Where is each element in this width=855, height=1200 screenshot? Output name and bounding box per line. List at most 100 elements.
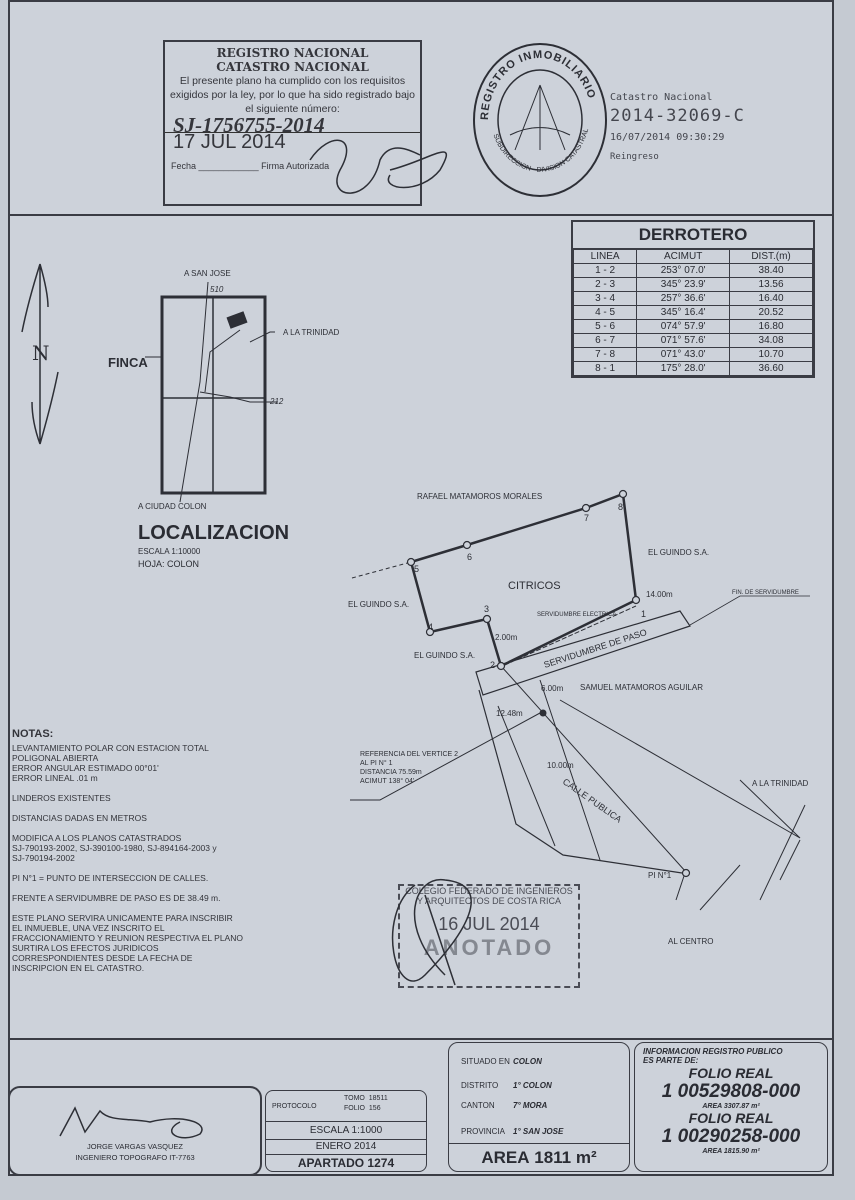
col-acimut: ACIMUT: [636, 249, 731, 264]
note: LINDEROS EXISTENTES: [12, 793, 111, 803]
tomo-label: TOMO: [344, 1095, 365, 1102]
engineer-signature: [59, 1106, 203, 1139]
registro-stamp: REGISTRO NACIONAL CATASTRO NACIONAL El p…: [163, 40, 422, 206]
catastro-datetime: 16/07/2014 09:30:29: [610, 132, 725, 143]
note: FRENTE A SERVIDUMBRE DE PASO ES DE 38.49…: [12, 893, 221, 903]
row-linea: 1 - 2: [572, 263, 638, 278]
stamp-body: El presente plano ha cumplido con los re…: [170, 75, 415, 115]
note: LEVANTAMIENTO POLAR CON ESTACION TOTAL P…: [12, 743, 209, 783]
stamp-date: 17 JUL 2014: [173, 131, 286, 153]
protocolo-box: PROTOCOLO TOMO 18511 FOLIO 156 ESCALA 1:…: [265, 1090, 427, 1172]
row-acimut: 071° 57.6': [636, 333, 731, 348]
notes-title: NOTAS:: [12, 728, 54, 740]
row-linea: 8 - 1: [572, 361, 638, 376]
catastro-number: 2014-32069-C: [610, 106, 745, 126]
row-dist: 16.40: [729, 291, 813, 306]
canton-label: CANTON: [461, 1101, 495, 1110]
apartado: APARTADO 1274: [266, 1154, 426, 1170]
row-dist: 20.52: [729, 305, 813, 320]
seal-bottom-text: SUBDIRECCION - DIVISION CATASTRAL: [491, 128, 590, 174]
plan-number: SJ-1756755-2014: [165, 115, 420, 136]
localizacion-title: LOCALIZACION: [138, 522, 290, 544]
fecha-label: Fecha: [171, 161, 197, 171]
note: DISTANCIAS DADAS EN METROS: [12, 813, 147, 823]
registro-publico-title: INFORMACION REGISTRO PUBLICO: [643, 1047, 783, 1056]
area-label: AREA: [481, 1148, 530, 1167]
distrito-label: DISTRITO: [461, 1081, 499, 1090]
row-acimut: 074° 57.9': [636, 319, 731, 334]
tomo-value: 18511: [368, 1095, 388, 1102]
row-linea: 2 - 3: [572, 277, 638, 292]
folio-real-1: 1 00529808-000: [661, 1081, 801, 1102]
folio-real-1-area: AREA 3307.87 m²: [702, 1103, 760, 1110]
area-total: AREA 1811 m²: [449, 1143, 629, 1168]
divider: [8, 214, 832, 216]
grid-510: 510: [210, 285, 224, 294]
folio-real-1-label: FOLIO REAL: [688, 1065, 774, 1081]
row-acimut: 345° 16.4': [636, 305, 731, 320]
finca-label: FINCA: [108, 355, 148, 370]
note: MODIFICA A LOS PLANOS CATASTRADOS SJ-790…: [12, 833, 217, 863]
row-acimut: 071° 43.0': [636, 347, 731, 362]
row-linea: 7 - 8: [572, 347, 638, 362]
divider: [8, 1038, 832, 1040]
situado-value: COLON: [513, 1057, 542, 1066]
svg-text:SUBDIRECCION - DIVISION CATAST: SUBDIRECCION - DIVISION CATASTRAL: [491, 128, 590, 174]
area-unit: m²: [575, 1148, 597, 1167]
row-linea: 4 - 5: [572, 305, 638, 320]
row-dist: 34.08: [729, 333, 813, 348]
row-acimut: 345° 23.9': [636, 277, 731, 292]
localizacion-scale: ESCALA 1:10000: [138, 547, 201, 556]
provincia-label: PROVINCIA: [461, 1127, 506, 1136]
location-map: A SAN JOSE 510 A LA TRINIDAD 212 FINCA A…: [108, 269, 340, 511]
folio-value: 156: [368, 1105, 381, 1112]
to-san-jose: A SAN JOSE: [184, 269, 231, 278]
row-acimut: 253° 07.0': [636, 263, 731, 278]
firma-label: Firma Autorizada: [261, 161, 330, 171]
colegio-line-2: Y ARQUITECTOS DE COSTA RICA: [416, 896, 562, 906]
folio-real-2: 1 00290258-000: [661, 1126, 801, 1147]
escala: ESCALA 1:1000: [266, 1121, 426, 1137]
note: ESTE PLANO SERVIRA UNICAMENTE PARA INSCR…: [12, 913, 243, 973]
folio-label: FOLIO: [344, 1105, 366, 1112]
localizacion-sheet: HOJA: COLON: [138, 559, 200, 569]
catastro-title: Catastro Nacional: [610, 92, 713, 103]
situado-label: SITUADO EN: [461, 1057, 510, 1066]
canton-value: 7° MORA: [513, 1101, 548, 1110]
provincia-value: 1° SAN JOSE: [513, 1127, 564, 1136]
folio-real-2-label: FOLIO REAL: [688, 1110, 774, 1126]
stamp-subtitle: CATASTRO NACIONAL: [216, 60, 369, 74]
engineer-title: INGENIERO TOPOGRAFO IT-7763: [75, 1153, 195, 1162]
catastro-status: Reingreso: [610, 152, 659, 162]
row-linea: 5 - 6: [572, 319, 638, 334]
row-linea: 3 - 4: [572, 291, 638, 306]
registro-publico-subtitle: ES PARTE DE:: [643, 1056, 699, 1065]
colegio-line-1: COLEGIO FEDERADO DE INGENIEROS: [405, 886, 573, 896]
signature: [309, 139, 447, 194]
folio-real-2-area: AREA 1815.90 m²: [702, 1148, 760, 1155]
row-dist: 36.60: [729, 361, 813, 376]
north-letter: N: [32, 341, 50, 365]
row-acimut: 257° 36.6': [636, 291, 731, 306]
to-ciudad-colon: A CIUDAD COLON: [138, 502, 207, 511]
row-dist: 38.40: [729, 263, 813, 278]
distrito-value: 1° COLON: [513, 1081, 552, 1090]
colegio-signature: [391, 879, 472, 986]
col-dist: DIST.(m): [729, 249, 813, 264]
registro-inmobiliario-seal: REGISTRO INMOBILIARIO SUBDIRECCION - DIV…: [473, 43, 607, 197]
fecha-plano: ENERO 2014: [266, 1139, 426, 1153]
area-value: 1811: [534, 1148, 572, 1167]
engineer-name: JORGE VARGAS VASQUEZ: [87, 1142, 183, 1151]
derrotero-title: DERROTERO: [573, 222, 813, 249]
col-linea: LINEA: [572, 249, 638, 264]
row-linea: 6 - 7: [572, 333, 638, 348]
row-dist: 13.56: [729, 277, 813, 292]
